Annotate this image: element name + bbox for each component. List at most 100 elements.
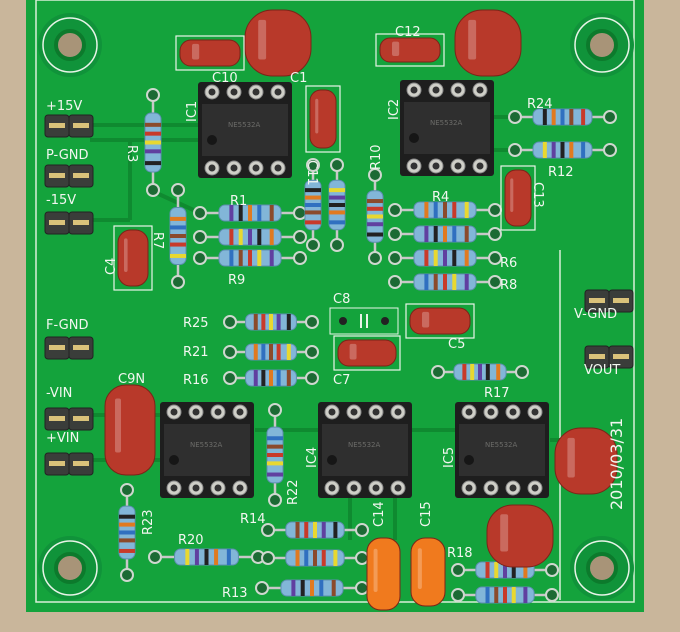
resistor (148, 548, 265, 566)
capacitor (410, 537, 446, 607)
label-c1: C1 (290, 71, 307, 86)
label-r9: R9 (228, 273, 245, 288)
pin-header (584, 289, 634, 313)
resistor (193, 249, 307, 267)
resistor (304, 158, 322, 252)
ic-chip: NE5532A (318, 402, 412, 498)
resistor (388, 273, 502, 291)
resistor (261, 549, 369, 567)
label-pvin: +VIN (46, 431, 79, 446)
resistor (266, 403, 284, 507)
mounting-holes (38, 13, 634, 600)
label-ic4: IC4 (305, 447, 320, 468)
capacitor (366, 537, 401, 611)
resistor (508, 108, 617, 126)
label-c7: C7 (333, 373, 350, 388)
label-vout: VOUT (584, 363, 620, 378)
label-ic1: IC1 (185, 101, 200, 122)
label-r4: R4 (432, 190, 449, 205)
label-c11: C11 (304, 160, 319, 186)
board-outline (35, 0, 635, 603)
pin-header (44, 407, 94, 431)
label-m15v: -15V (46, 193, 76, 208)
capacitor (333, 335, 401, 371)
resistor (193, 228, 307, 246)
pin-header (44, 114, 94, 138)
label-c14: C14 (372, 501, 387, 527)
label-ic5: IC5 (442, 447, 457, 468)
resistor (255, 579, 369, 597)
ic-chip: NE5532A (160, 402, 254, 498)
label-r8: R8 (500, 278, 517, 293)
chip-marking: NE5532A (485, 441, 517, 449)
label-r3: R3 (124, 145, 139, 162)
resistor (169, 183, 187, 289)
capacitor (175, 35, 245, 71)
capacitor (113, 225, 153, 291)
label-date: 2010/03/31 (607, 418, 626, 510)
label-r1: R1 (230, 194, 247, 209)
resistor (118, 483, 136, 582)
capacitor (554, 427, 618, 495)
label-mvin: -VIN (46, 386, 72, 401)
resistor (388, 249, 502, 267)
capacitor (500, 165, 536, 231)
chip-marking: NE5532A (348, 441, 380, 449)
resistor (431, 363, 529, 381)
capacitor (486, 504, 554, 568)
mounting-hole (38, 13, 102, 77)
label-c9n: C9N (118, 372, 145, 387)
ic-chip: NE5532A (455, 402, 549, 498)
label-r7: R7 (150, 232, 165, 249)
label-r20: R20 (178, 533, 204, 548)
resistor (223, 369, 319, 387)
label-r12: R12 (548, 165, 574, 180)
capacitor (405, 303, 475, 339)
label-r25: R25 (183, 316, 209, 331)
resistor (508, 141, 617, 159)
resistor (223, 343, 319, 361)
label-ic2: IC2 (387, 99, 402, 120)
label-c8: C8 (333, 292, 350, 307)
label-r14: R14 (240, 512, 266, 527)
label-c12: C12 (395, 25, 421, 40)
label-r13: R13 (222, 586, 248, 601)
pin-header (584, 345, 634, 369)
label-r24: R24 (527, 97, 553, 112)
label-r21: R21 (183, 345, 209, 360)
capacitor (244, 9, 312, 77)
resistor (193, 204, 307, 222)
capacitor (104, 384, 156, 476)
label-r18: R18 (447, 546, 473, 561)
resistor (223, 313, 319, 331)
label-r16: R16 (183, 373, 209, 388)
ic-chip: NE5532A (198, 82, 292, 178)
pin-header (44, 211, 94, 235)
label-r22: R22 (286, 479, 301, 505)
ic-chip: NE5532A (400, 80, 494, 176)
capacitor (305, 85, 341, 153)
components: NE5532A NE5532A NE5532A NE5532A NE5532A (44, 9, 634, 611)
label-p15v: +15V (46, 99, 82, 114)
label-r23: R23 (141, 509, 156, 535)
resistor (388, 225, 502, 243)
label-fgnd: F-GND (46, 318, 88, 333)
chip-marking: NE5532A (430, 119, 462, 127)
label-vgnd: V-GND (574, 307, 617, 322)
label-c10: C10 (212, 71, 238, 86)
mounting-hole (38, 536, 102, 600)
capacitor (375, 33, 445, 67)
chip-marking: NE5532A (228, 121, 260, 129)
pin-header (44, 164, 94, 188)
label-r17: R17 (484, 386, 510, 401)
label-r6: R6 (500, 256, 517, 271)
mounting-hole (570, 536, 634, 600)
label-c5: C5 (448, 337, 465, 352)
pin-header (44, 452, 94, 476)
chip-marking: NE5532A (190, 441, 222, 449)
label-c13: C13 (530, 182, 545, 208)
resistor (261, 521, 369, 539)
capacitor-c8-footprint (329, 307, 399, 335)
